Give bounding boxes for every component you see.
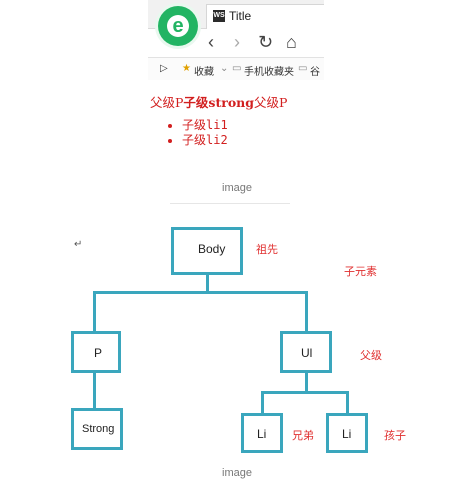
browser-screenshot: e WS Title ‹ › ↻ ⌂ ▷ ★ 收藏 ⌄ ▭ 手机收藏夹 ▭ 谷 bbox=[148, 0, 324, 84]
node-p: P bbox=[71, 331, 121, 373]
toolbar-divider bbox=[148, 57, 324, 58]
node-li-2: Li bbox=[326, 413, 368, 453]
bookmarks-bar: ▷ ★ 收藏 ⌄ ▭ 手机收藏夹 ▭ 谷 bbox=[148, 58, 324, 80]
bookmark-mobile-favorites[interactable]: 手机收藏夹 bbox=[244, 67, 294, 78]
annotation-sibling: 兄弟 bbox=[292, 430, 314, 442]
connector-line bbox=[261, 391, 349, 394]
node-label: Body bbox=[198, 242, 226, 256]
child-list: 子级li1 子级li2 bbox=[168, 118, 228, 148]
refresh-icon[interactable]: ↻ bbox=[258, 32, 274, 52]
node-label: Li bbox=[257, 427, 267, 441]
node-label: Strong bbox=[82, 423, 115, 435]
browser-tab[interactable]: WS Title bbox=[206, 4, 324, 29]
node-li-1: Li bbox=[241, 413, 283, 453]
sidebar-toggle-icon[interactable]: ▷ bbox=[160, 63, 168, 74]
edit-marker: ↵ bbox=[74, 239, 83, 250]
connector-line bbox=[206, 273, 209, 293]
connector-line bbox=[305, 371, 308, 393]
image-caption: image bbox=[222, 182, 252, 194]
node-ul: Ul bbox=[280, 331, 332, 373]
back-icon[interactable]: ‹ bbox=[208, 32, 214, 52]
annotation-ancestor: 祖先 bbox=[256, 244, 278, 256]
folder-icon: ▭ bbox=[298, 63, 308, 74]
annotation-children: 子元素 bbox=[344, 266, 377, 278]
node-strong: Strong bbox=[71, 408, 123, 450]
bookmark-favorites[interactable]: 收藏 bbox=[194, 67, 214, 78]
connector-line bbox=[93, 371, 96, 408]
connector-line bbox=[305, 291, 308, 331]
bookmark-google[interactable]: 谷 bbox=[310, 67, 320, 78]
tab-favicon-icon: WS bbox=[213, 10, 225, 22]
browser-logo: e bbox=[158, 6, 198, 46]
home-icon[interactable]: ⌂ bbox=[286, 32, 297, 52]
connector-line bbox=[93, 291, 308, 294]
tab-title: Title bbox=[229, 9, 252, 23]
folder-icon: ▭ bbox=[232, 63, 242, 74]
parent-text-before: 父级P bbox=[150, 95, 184, 110]
connector-line bbox=[261, 391, 264, 413]
forward-icon[interactable]: › bbox=[234, 32, 240, 52]
image-caption: image bbox=[222, 467, 252, 479]
navigation-bar: ‹ › ↻ ⌂ bbox=[202, 30, 324, 56]
logo-letter: e bbox=[172, 15, 184, 37]
connector-line bbox=[93, 291, 96, 331]
annotation-child: 孩子 bbox=[384, 430, 406, 442]
annotation-parent: 父级 bbox=[360, 350, 382, 362]
node-label: P bbox=[94, 346, 103, 360]
list-item: 子级li2 bbox=[182, 133, 228, 148]
dom-tree-diagram: ↵ Body P Ul Strong Li Li 祖先 子元素 父级 兄弟 孩子 bbox=[0, 215, 474, 465]
node-label: Ul bbox=[301, 346, 313, 360]
chevron-down-icon[interactable]: ⌄ bbox=[220, 63, 229, 74]
favorites-star-icon: ★ bbox=[182, 63, 191, 74]
node-body: Body bbox=[171, 227, 243, 275]
caption-divider bbox=[170, 203, 290, 204]
parent-text-after: 父级P bbox=[254, 95, 288, 110]
list-item: 子级li1 bbox=[182, 118, 228, 133]
node-label: Li bbox=[342, 427, 352, 441]
parent-paragraph: 父级P子级strong父级P bbox=[150, 92, 287, 111]
child-strong: 子级strong bbox=[183, 95, 254, 110]
connector-line bbox=[346, 391, 349, 413]
